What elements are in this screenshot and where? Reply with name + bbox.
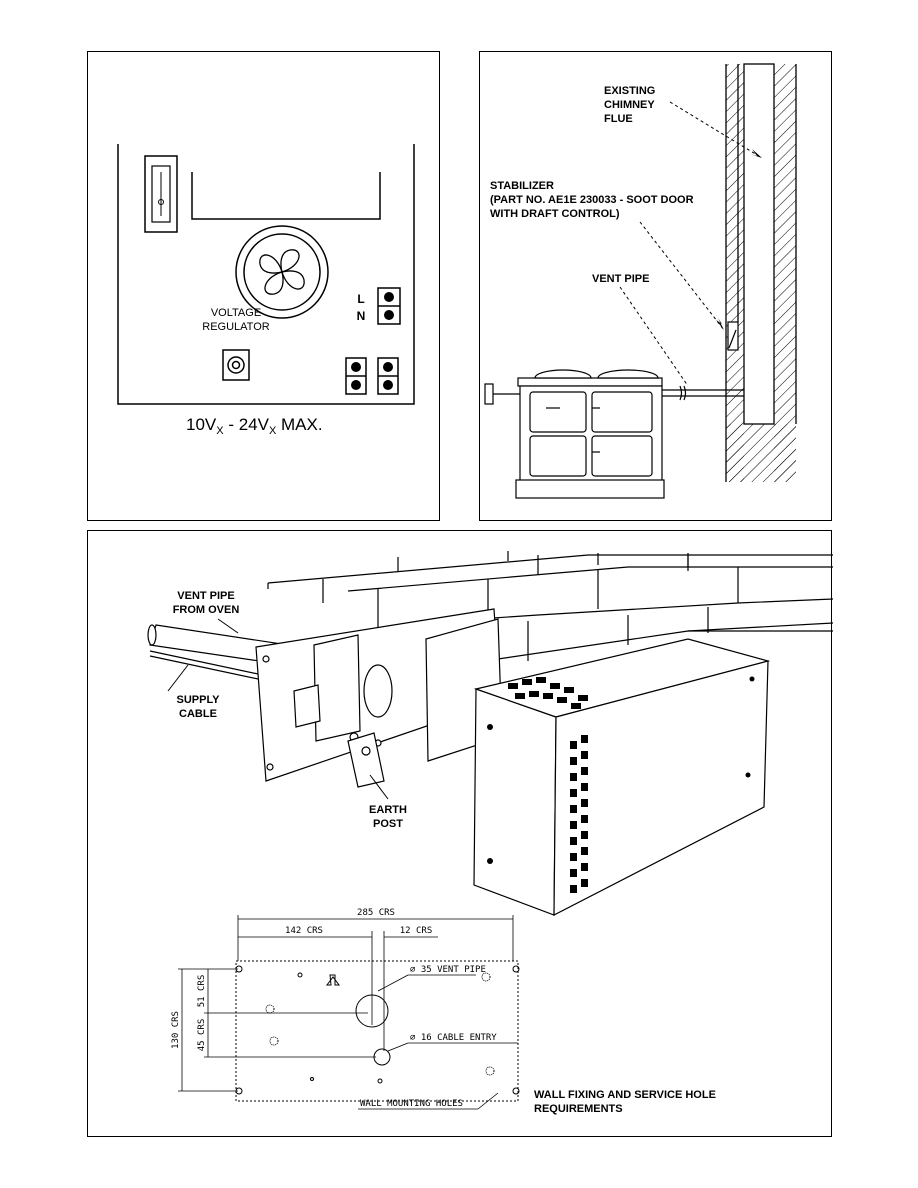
- control-box-outline: [117, 144, 415, 405]
- dim-142: 142 CRS: [285, 926, 323, 936]
- voltage-regulator-label-1: VOLTAGE: [211, 307, 261, 319]
- dimension-lines: [178, 915, 518, 1110]
- fuse-holder: [144, 155, 178, 233]
- cable-entry-dia-label: ∅ 16 CABLE ENTRY: [410, 1033, 497, 1043]
- terminal-n-label: N: [357, 309, 366, 323]
- cable-entry-hole: [373, 1048, 391, 1066]
- chimney-wall-right: [774, 64, 796, 482]
- dim-285: 285 CRS: [357, 908, 395, 918]
- earth-post: [347, 732, 385, 788]
- fan-icon: [235, 225, 329, 319]
- chimney-diagram: EXISTING CHIMNEY FLUE STABILIZER (PART N…: [484, 63, 797, 499]
- dim-51: 51 CRS: [197, 975, 207, 1008]
- supply-cable-label-1: SUPPLY: [176, 694, 220, 706]
- stabilizer-label-1: STABILIZER: [490, 180, 554, 192]
- wiring-panel: VOLTAGE REGULATOR L N 10VX - 24VX MAX.: [87, 51, 440, 521]
- vent-pipe-dia-label: ∅ 35 VENT PIPE: [410, 965, 486, 975]
- stabilizer: [727, 321, 739, 351]
- vent-pipe-oven-label-1: VENT PIPE: [177, 590, 234, 602]
- terminal-l-label: L: [357, 292, 364, 306]
- chimney-wall-left: [726, 64, 744, 482]
- cabinet-vents: [487, 676, 755, 893]
- dim-130: 130 CRS: [171, 1011, 181, 1049]
- flue-label-3: FLUE: [604, 113, 633, 125]
- flue-label-1: EXISTING: [604, 85, 655, 97]
- wiring-diagram: VOLTAGE REGULATOR L N 10VX - 24VX MAX.: [117, 144, 415, 437]
- installation-panel: VENT PIPE FROM OVEN SUPPLY CABLE EARTH P…: [87, 530, 833, 1137]
- voltage-regulator-label-2: REGULATOR: [202, 321, 269, 333]
- caption-line-1: WALL FIXING AND SERVICE HOLE: [534, 1089, 716, 1101]
- installation-diagram: VENT PIPE FROM OVEN SUPPLY CABLE EARTH P…: [147, 551, 833, 1115]
- wall-mounting-holes-label: WALL MOUNTING HOLES: [360, 1099, 463, 1109]
- vent-pipe-label: VENT PIPE: [592, 273, 649, 285]
- supply-cable-label-2: CABLE: [179, 708, 217, 720]
- dim-12: 12 CRS: [400, 926, 433, 936]
- mounting-plate: [235, 960, 520, 1102]
- caption-line-2: REQUIREMENTS: [534, 1103, 623, 1115]
- fan-compartment: [191, 172, 381, 220]
- earth-post-label-1: EARTH: [369, 804, 407, 816]
- vent-pipe: [662, 385, 744, 401]
- brick-wall: [267, 551, 833, 661]
- flue-label-2: CHIMNEY: [604, 99, 655, 111]
- terminal-block: [351, 292, 394, 390]
- earth-post-label-2: POST: [373, 818, 403, 830]
- chimney-flue: [743, 63, 775, 425]
- chimney-panel: EXISTING CHIMNEY FLUE STABILIZER (PART N…: [479, 51, 832, 521]
- stabilizer-label-3: WITH DRAFT CONTROL): [490, 208, 620, 220]
- stabilizer-label-2: (PART NO. AE1E 230033 - SOOT DOOR: [490, 194, 694, 206]
- vent-pipe-oven-label-2: FROM OVEN: [173, 604, 240, 616]
- voltage-rating: 10VX - 24VX MAX.: [186, 415, 323, 437]
- cooker: [484, 369, 665, 499]
- stabilizer-cabinet: [473, 638, 771, 916]
- dim-45: 45 CRS: [197, 1019, 207, 1052]
- voltage-regulator: [222, 349, 250, 381]
